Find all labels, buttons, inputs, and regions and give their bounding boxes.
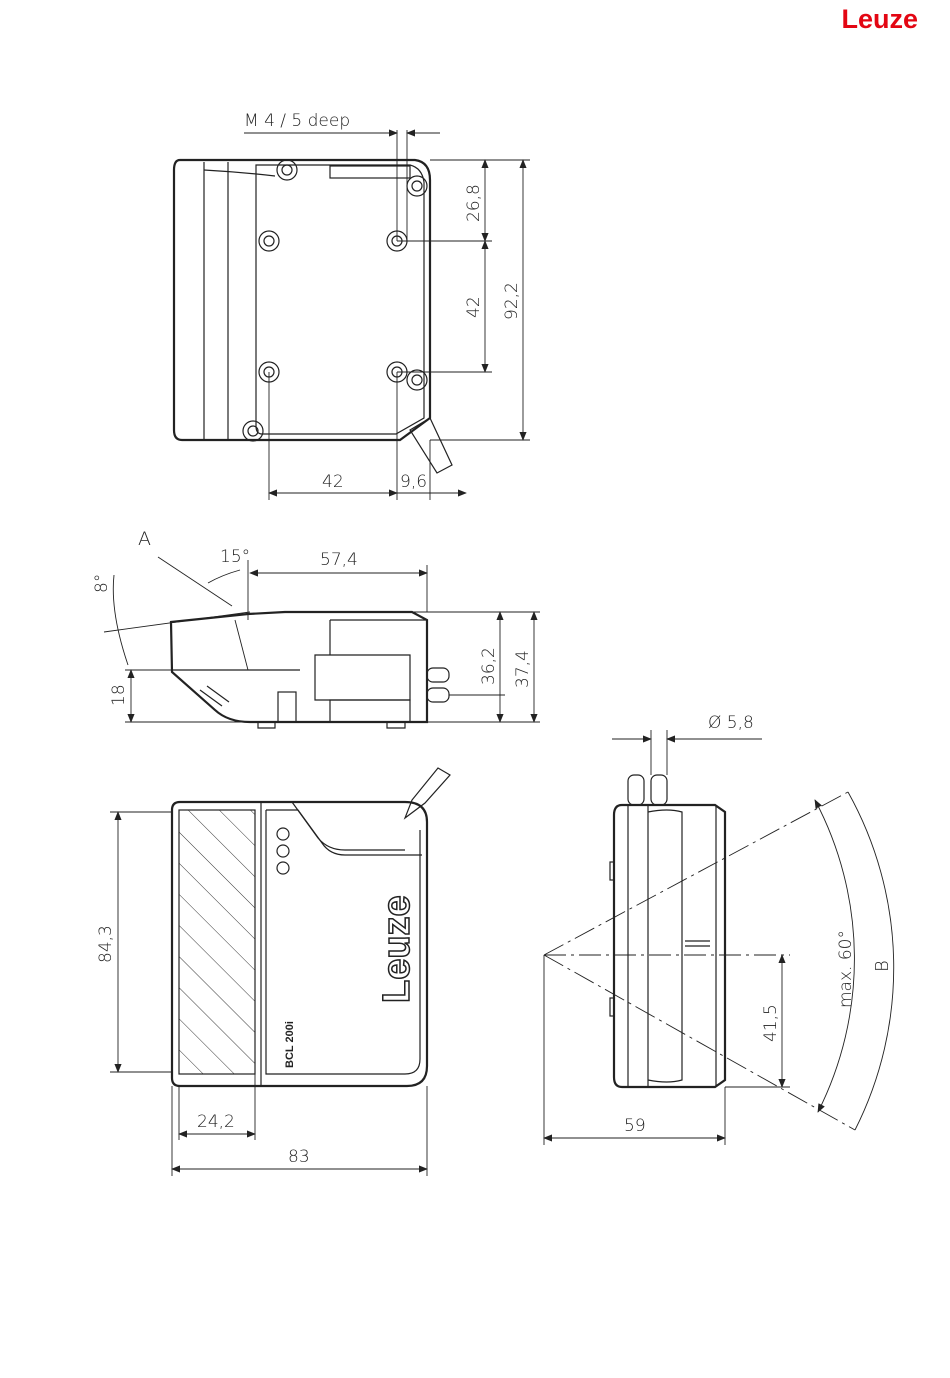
dim-59: 59 <box>624 1116 646 1136</box>
dim-18: 18 <box>109 684 129 706</box>
dim-42-vertical: 42 <box>464 296 484 318</box>
dim-36-2: 36,2 <box>479 647 499 685</box>
dim-diameter-5-8: Ø 5,8 <box>708 713 754 733</box>
thread-label: M 4 / 5 deep <box>244 111 350 131</box>
label-a: A <box>138 528 151 550</box>
angle-8: 8° <box>92 574 112 593</box>
beam-view: max. 60° B Ø 5,8 41,5 59 <box>544 713 894 1145</box>
label-b: B <box>872 960 893 972</box>
dim-92-2: 92,2 <box>502 282 522 320</box>
top-view: M 4 / 5 deep 26,8 42 92,2 42 9,6 <box>174 111 530 500</box>
dim-9-6: 9,6 <box>400 472 427 492</box>
beam-angle: max. 60° <box>836 930 856 1008</box>
side-view: A 15° 8° 57,4 36,2 37,4 18 <box>92 528 540 728</box>
device-logo: Leuze <box>376 895 418 1003</box>
dim-24-2: 24,2 <box>197 1112 235 1132</box>
dim-26-8: 26,8 <box>464 184 484 222</box>
dim-42-horizontal: 42 <box>322 472 344 492</box>
model-label: BCL 200i <box>284 1021 296 1068</box>
dim-83: 83 <box>288 1147 310 1167</box>
angle-15: 15° <box>220 547 250 567</box>
dim-84-3: 84,3 <box>96 925 116 963</box>
dim-41-5: 41,5 <box>761 1004 781 1042</box>
front-view: Leuze BCL 200i 84,3 24,2 83 <box>96 768 450 1176</box>
dim-37-4: 37,4 <box>513 650 533 688</box>
dim-57-4: 57,4 <box>320 550 358 570</box>
